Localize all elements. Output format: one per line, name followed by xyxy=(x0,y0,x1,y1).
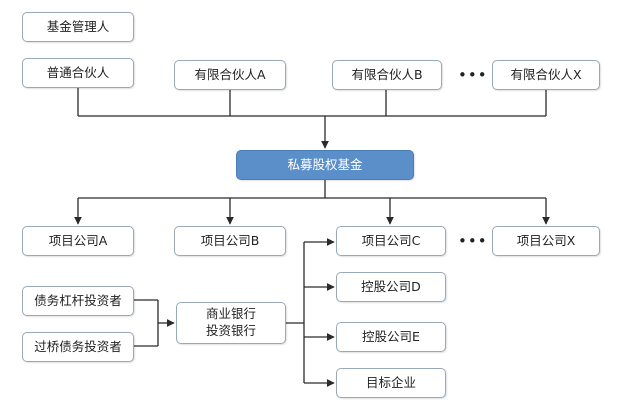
limited-partner-x-box: 有限合伙人X xyxy=(492,60,600,90)
lp-ellipsis: ••• xyxy=(458,66,488,84)
general-partner-box: 普通合伙人 xyxy=(22,58,134,88)
limited-partner-b-box: 有限合伙人B xyxy=(332,60,442,90)
holding-company-d-box: 控股公司D xyxy=(336,272,446,302)
bank-line-commercial: 商业银行 xyxy=(205,306,256,322)
project-company-a-box: 项目公司A xyxy=(22,226,134,256)
limited-partner-a-box: 有限合伙人A xyxy=(174,60,286,90)
bank-box: 商业银行 投资银行 xyxy=(176,302,286,344)
project-ellipsis: ••• xyxy=(458,232,488,250)
fund-manager-box: 基金管理人 xyxy=(22,12,134,42)
debt-leverage-investor-box: 债务杠杆投资者 xyxy=(22,286,134,316)
holding-company-e-box: 控股公司E xyxy=(336,322,446,352)
project-company-b-box: 项目公司B xyxy=(174,226,286,256)
private-equity-fund-box: 私募股权基金 xyxy=(236,150,414,180)
bank-line-investment: 投资银行 xyxy=(205,323,256,338)
project-company-c-box: 项目公司C xyxy=(336,226,446,256)
bridge-debt-investor-box: 过桥债务投资者 xyxy=(22,332,134,362)
project-company-x-box: 项目公司X xyxy=(492,226,600,256)
target-company-box: 目标企业 xyxy=(336,368,446,398)
